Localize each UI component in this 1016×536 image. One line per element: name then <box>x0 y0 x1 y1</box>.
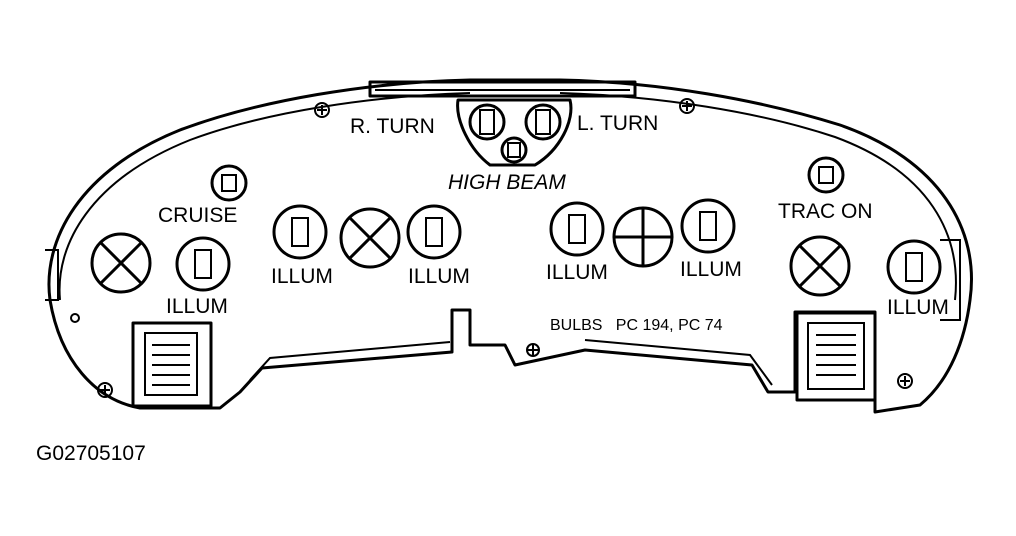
illum-label: ILLUM <box>166 295 228 318</box>
figure-id: G02705107 <box>36 442 146 465</box>
illum-label: ILLUM <box>271 265 333 288</box>
top-bezel-strip <box>368 80 637 98</box>
illum-label: ILLUM <box>680 258 742 281</box>
turn-signal-housing <box>456 98 573 167</box>
connector-icon <box>131 311 877 408</box>
illum-label: ILLUM <box>887 296 949 319</box>
high-beam-label: HIGH BEAM <box>448 171 566 194</box>
bulb-socket-icon <box>175 103 942 295</box>
gauge-mount-cross-icon <box>90 206 851 297</box>
bulbs-label: BULBS PC 194, PC 74 <box>550 317 723 334</box>
r-turn-label: R. TURN <box>350 115 435 138</box>
illum-label: ILLUM <box>546 261 608 284</box>
illum-label: ILLUM <box>408 265 470 288</box>
screw-icon <box>70 98 913 398</box>
cluster-housing <box>45 78 973 414</box>
l-turn-label: L. TURN <box>577 112 658 135</box>
trac-on-label: TRAC ON <box>778 200 873 223</box>
cruise-label: CRUISE <box>158 204 237 227</box>
